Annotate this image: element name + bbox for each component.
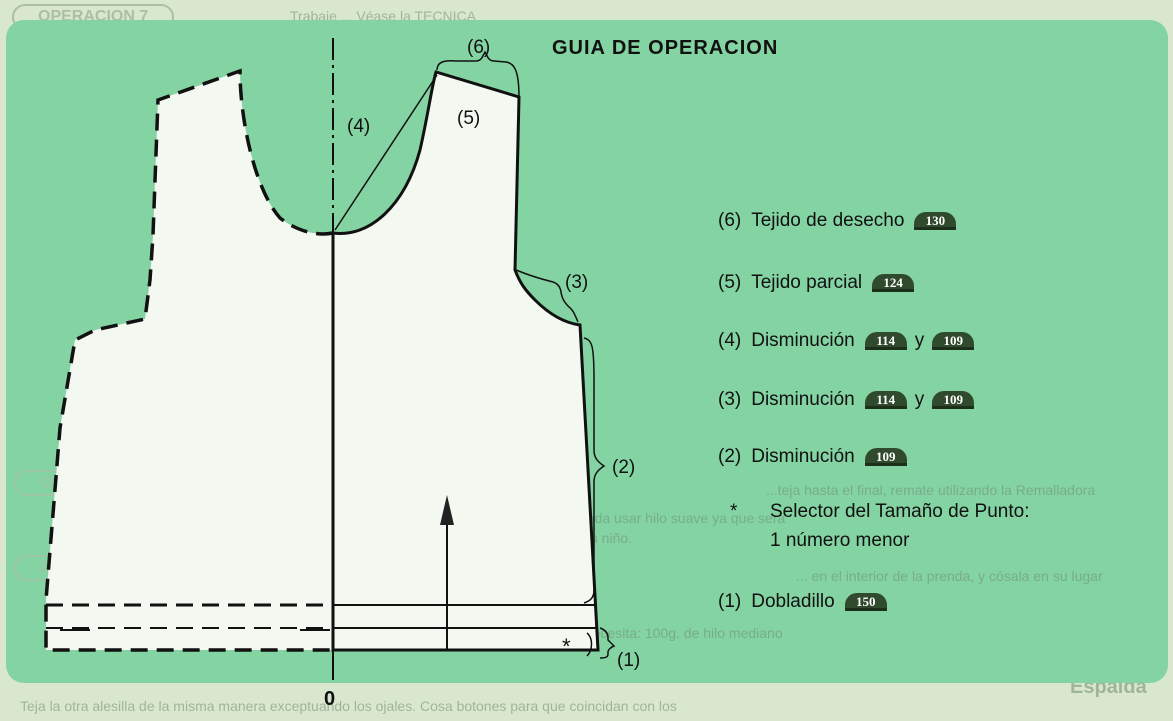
technique-badge-icon: 109 (932, 391, 975, 409)
step-1-label: Dobladillo (751, 591, 835, 612)
technique-badge-icon: 130 (914, 212, 957, 230)
step-5: (5) Tejido parcial 124 (718, 272, 915, 294)
label-6: (6) (467, 37, 491, 58)
step-5-number: (5) (718, 272, 742, 293)
step-6-label: Tejido de desecho (751, 210, 905, 231)
bracket-1 (599, 627, 616, 659)
technique-badge-icon: 109 (932, 332, 975, 350)
step-1: (1) Dobladillo 150 (718, 591, 887, 613)
step-4-conjunction: y (914, 330, 925, 351)
label-4: (4) (347, 116, 371, 137)
step-3: (3) Disminución 114 y 109 (718, 389, 975, 411)
garment-left-half-fill (46, 71, 333, 650)
step-4: (4) Disminución 114 y 109 (718, 330, 975, 352)
step-5-label: Tejido parcial (751, 272, 863, 293)
label-3: (3) (565, 272, 589, 293)
garment-right-half (331, 70, 600, 652)
technique-badge-icon: 124 (872, 274, 915, 292)
technique-badge-icon: 114 (864, 332, 907, 350)
zero-label: 0 (324, 688, 336, 710)
step-3-conjunction: y (914, 389, 925, 410)
note-asterisk: * (730, 501, 738, 522)
bracket-3 (515, 269, 579, 323)
step-4-label: Disminución (751, 330, 855, 351)
background-text-bottom: Teja la otra alesilla de la misma manera… (20, 698, 677, 714)
step-3-number: (3) (718, 389, 742, 410)
garment-left-half-outline (44, 68, 334, 652)
hem-fold-mark (586, 632, 593, 657)
step-2-label: Disminución (751, 446, 855, 467)
bracket-2 (583, 337, 606, 604)
note-line-2: 1 número menor (770, 530, 910, 551)
step-6-number: (6) (718, 210, 742, 231)
hem-asterisk: * (562, 634, 571, 659)
label-2: (2) (612, 457, 636, 478)
step-2: (2) Disminución 109 (718, 446, 907, 468)
step-4-number: (4) (718, 330, 742, 351)
technique-badge-icon: 109 (864, 448, 907, 466)
step-6: (6) Tejido de desecho 130 (718, 210, 957, 232)
label-5: (5) (457, 108, 481, 129)
step-3-label: Disminución (751, 389, 855, 410)
step-1-number: (1) (718, 591, 742, 612)
background-text-right-2: ... en el interior de la prenda, y cósal… (796, 568, 1103, 584)
neckline-guide-line (334, 74, 438, 231)
technique-badge-icon: 114 (864, 391, 907, 409)
step-2-number: (2) (718, 446, 742, 467)
background-text-right-1: ...teja hasta el final, remate utilizand… (766, 482, 1096, 498)
knitting-direction-arrowhead (440, 495, 454, 525)
guide-title: GUIA DE OPERACION (552, 37, 779, 59)
bracket-6 (436, 50, 520, 98)
technique-badge-icon: 150 (844, 593, 887, 611)
stitch-size-note: * Selector del Tamaño de Punto: 1 número… (730, 497, 1030, 555)
note-line-1: Selector del Tamaño de Punto: (770, 501, 1030, 522)
label-1: (1) (617, 650, 641, 671)
